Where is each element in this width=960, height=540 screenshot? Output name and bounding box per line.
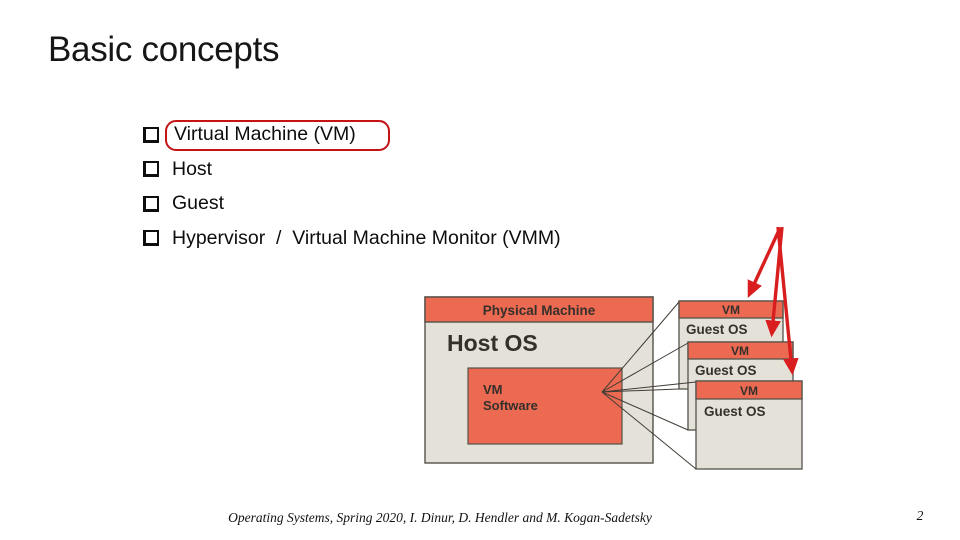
bullet-label: Host <box>172 157 213 180</box>
bullet-item-hypervisor: Hypervisor / Virtual Machine Monitor (VM… <box>143 221 561 255</box>
page-number: 2 <box>916 508 924 523</box>
projection-lines <box>601 301 697 470</box>
vm-software-box: VM Software <box>467 367 623 445</box>
bullet-label: Hypervisor / Virtual Machine Monitor (VM… <box>172 226 561 249</box>
guest-os-label: Guest OS <box>704 404 766 419</box>
checkbox-bullet-icon <box>143 195 159 212</box>
bullet-list: Virtual Machine (VM) Host Guest Hypervis… <box>143 118 561 255</box>
bullet-item-host: Host <box>143 152 561 186</box>
vm-software-label-line1: VM <box>483 382 503 397</box>
bullet-label-highlighted: Virtual Machine (VM) <box>165 119 390 151</box>
slide-title: Basic concepts <box>48 30 280 69</box>
vm-box-3: VM Guest OS <box>695 380 803 470</box>
checkbox-bullet-icon <box>143 230 159 247</box>
physical-machine-label: Physical Machine <box>483 303 596 318</box>
red-annotation-arrows <box>747 226 799 376</box>
vm-header-label: VM <box>722 303 740 317</box>
arrow-to-vm3 <box>776 226 799 376</box>
vm-architecture-diagram: Physical Machine Host OS VM Software VM … <box>424 226 803 470</box>
arrow-to-vm1 <box>747 227 782 298</box>
vm-software-label-line2: Software <box>483 398 538 413</box>
host-os-label: Host OS <box>447 330 538 356</box>
vm-header-label: VM <box>731 344 749 358</box>
guest-os-label: Guest OS <box>686 322 748 337</box>
vm-header-label: VM <box>740 384 758 398</box>
checkbox-bullet-icon <box>143 161 159 178</box>
footer-credit: Operating Systems, Spring 2020, I. Dinur… <box>228 510 652 525</box>
bullet-label: Guest <box>172 192 225 215</box>
guest-os-label: Guest OS <box>695 363 757 378</box>
bullet-item-virtual-machine: Virtual Machine (VM) <box>143 118 561 152</box>
checkbox-bullet-icon <box>143 127 159 144</box>
bullet-item-guest: Guest <box>143 187 561 221</box>
